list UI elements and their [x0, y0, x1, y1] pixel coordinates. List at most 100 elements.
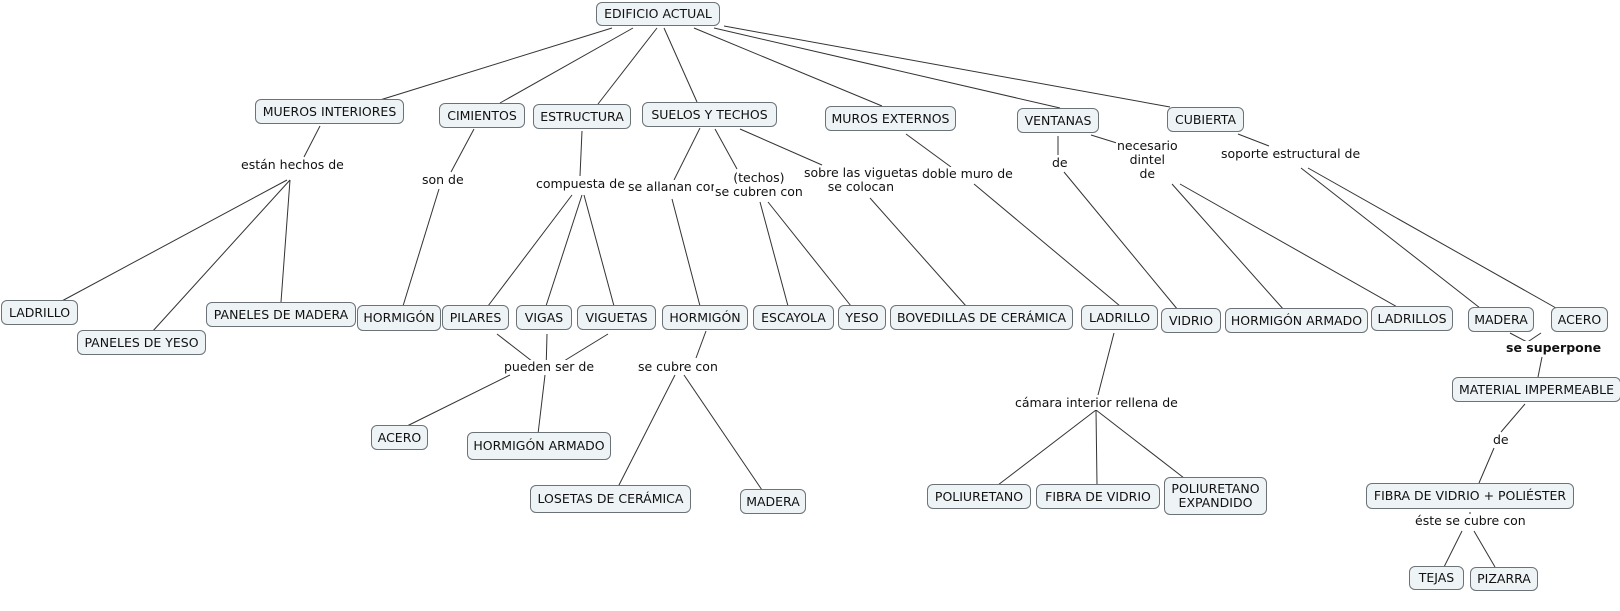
node-ladrillo[interactable]: LADRILLO	[1, 300, 78, 325]
label-sobre-las-viguetas: sobre las viguetas se colocan	[803, 165, 919, 194]
node-paneles-de-yeso[interactable]: PANELES DE YESO	[77, 330, 206, 355]
label-camara-interior: cámara interior rellena de	[1014, 395, 1179, 410]
node-ventanas[interactable]: VENTANAS	[1017, 108, 1099, 133]
node-viguetas[interactable]: VIGUETAS	[577, 305, 656, 330]
connector-line	[905, 133, 952, 168]
node-ladrillos[interactable]: LADRILLOS	[1371, 306, 1453, 331]
node-cimientos[interactable]: CIMIENTOS	[439, 103, 525, 128]
connector-line	[583, 194, 615, 307]
connector-line	[869, 197, 967, 307]
node-acero-estructura[interactable]: ACERO	[371, 425, 428, 450]
connector-line	[1095, 409, 1185, 479]
node-fibra-de-vidrio[interactable]: FIBRA DE VIDRIO	[1036, 484, 1160, 509]
connector-line	[617, 374, 676, 488]
node-bovedillas-de-ceramica[interactable]: BOVEDILLAS DE CERÁMICA	[890, 305, 1073, 330]
connector-line	[59, 179, 288, 303]
connector-line	[1537, 356, 1543, 378]
connector-line	[973, 183, 1121, 307]
label-doble-muro-de: doble muro de	[921, 166, 1014, 181]
node-edificio-actual[interactable]: EDIFICIO ACTUAL	[596, 2, 720, 26]
label-se-allanan-con: se allanan con	[627, 179, 720, 194]
node-vigas[interactable]: VIGAS	[516, 305, 572, 330]
connector-line	[671, 198, 701, 307]
node-escayola[interactable]: ESCAYOLA	[753, 305, 834, 330]
node-pilares[interactable]: PILARES	[442, 305, 509, 330]
node-madera-cubierta[interactable]: MADERA	[1468, 307, 1534, 332]
node-pizarra[interactable]: PIZARRA	[1470, 567, 1538, 591]
connector-line	[1237, 133, 1270, 147]
node-poliuretano-expandido[interactable]: POLIURETANO EXPANDIDO	[1164, 477, 1267, 515]
node-poliuretano[interactable]: POLIURETANO	[927, 484, 1031, 509]
connector-line	[695, 330, 707, 359]
label-estan-hechos-de: están hechos de	[240, 157, 345, 172]
node-yeso[interactable]: YESO	[838, 305, 886, 330]
connector-line	[739, 128, 823, 166]
connector-line	[1443, 530, 1463, 568]
node-ladrillo-muros[interactable]: LADRILLO	[1081, 305, 1158, 330]
label-se-cubre-con: se cubre con	[637, 359, 719, 374]
label-soporte-estructural-de: soporte estructural de	[1220, 146, 1362, 161]
node-estructura[interactable]: ESTRUCTURA	[533, 104, 631, 129]
node-losetas-de-ceramica[interactable]: LOSETAS DE CERÁMICA	[530, 485, 691, 513]
node-paneles-de-madera[interactable]: PANELES DE MADERA	[206, 302, 356, 327]
connector-line	[537, 374, 546, 435]
connector-line	[597, 27, 658, 105]
label-se-superpone: se superpone	[1505, 340, 1603, 355]
connector-line	[545, 194, 583, 307]
connector-line	[663, 27, 698, 103]
node-material-impermeable[interactable]: MATERIAL IMPERMEABLE	[1452, 377, 1620, 402]
connector-line	[1473, 530, 1496, 568]
connector-line	[303, 125, 321, 158]
label-de-ventanas: de	[1051, 155, 1069, 170]
connector-line	[683, 374, 763, 491]
label-techos-se-cubren-con: (techos) se cubren con	[714, 170, 804, 199]
node-muros-interiores[interactable]: MUEROS INTERIORES	[255, 99, 404, 124]
connector-line	[404, 374, 511, 428]
connector-line	[1097, 332, 1115, 396]
node-tejas[interactable]: TEJAS	[1409, 566, 1464, 590]
connector-line	[1171, 183, 1285, 311]
label-son-de: son de	[421, 172, 465, 187]
connector-line	[673, 127, 701, 181]
connector-line	[1090, 134, 1121, 145]
connector-line	[1300, 167, 1481, 309]
label-pueden-ser-de: pueden ser de	[503, 359, 596, 374]
connector-line	[450, 128, 475, 173]
label-compuesta-de: compuesta de	[535, 176, 626, 191]
connector-line	[693, 27, 883, 107]
node-cubierta[interactable]: CUBIERTA	[1167, 107, 1244, 132]
node-hormigon-cimientos[interactable]: HORMIGÓN	[357, 305, 441, 331]
connector-line	[1095, 409, 1098, 486]
connector-line	[1307, 167, 1557, 309]
label-de-material: de	[1492, 432, 1510, 447]
connector-line	[723, 25, 1171, 108]
connector-line	[1179, 183, 1400, 309]
connector-line	[767, 201, 852, 307]
label-este-se-cubre-con: éste se cubre con	[1414, 513, 1527, 528]
label-necesario-dintel-de: necesario dintel de	[1116, 138, 1179, 181]
node-hormigon-suelos[interactable]: HORMIGÓN	[662, 305, 748, 330]
connector-line	[759, 201, 789, 307]
node-suelos-techos[interactable]: SUELOS Y TECHOS	[642, 102, 777, 127]
node-vidrio[interactable]: VIDRIO	[1161, 308, 1221, 333]
node-madera-suelos[interactable]: MADERA	[740, 489, 806, 514]
connector-line	[402, 188, 440, 307]
connector-line	[280, 179, 291, 303]
connector-line	[1500, 403, 1526, 433]
connector-line	[379, 27, 613, 101]
node-acero-cubierta[interactable]: ACERO	[1551, 307, 1608, 332]
connector-line	[487, 194, 573, 307]
connector-line	[714, 128, 738, 170]
connector-line	[151, 179, 291, 333]
node-hormigon-armado-estructura[interactable]: HORMIGÓN ARMADO	[467, 432, 611, 460]
connector-line	[1063, 171, 1179, 311]
connector-line	[997, 409, 1097, 486]
connector-line	[1478, 447, 1495, 484]
node-muros-externos[interactable]: MUROS EXTERNOS	[825, 106, 956, 131]
node-fibra-vidrio-poliester[interactable]: FIBRA DE VIDRIO + POLIÉSTER	[1366, 483, 1574, 509]
connector-line	[499, 27, 634, 104]
connector-line	[713, 27, 1061, 109]
connector-line	[579, 130, 583, 177]
node-hormigon-armado-ventanas[interactable]: HORMIGÓN ARMADO	[1225, 308, 1368, 333]
